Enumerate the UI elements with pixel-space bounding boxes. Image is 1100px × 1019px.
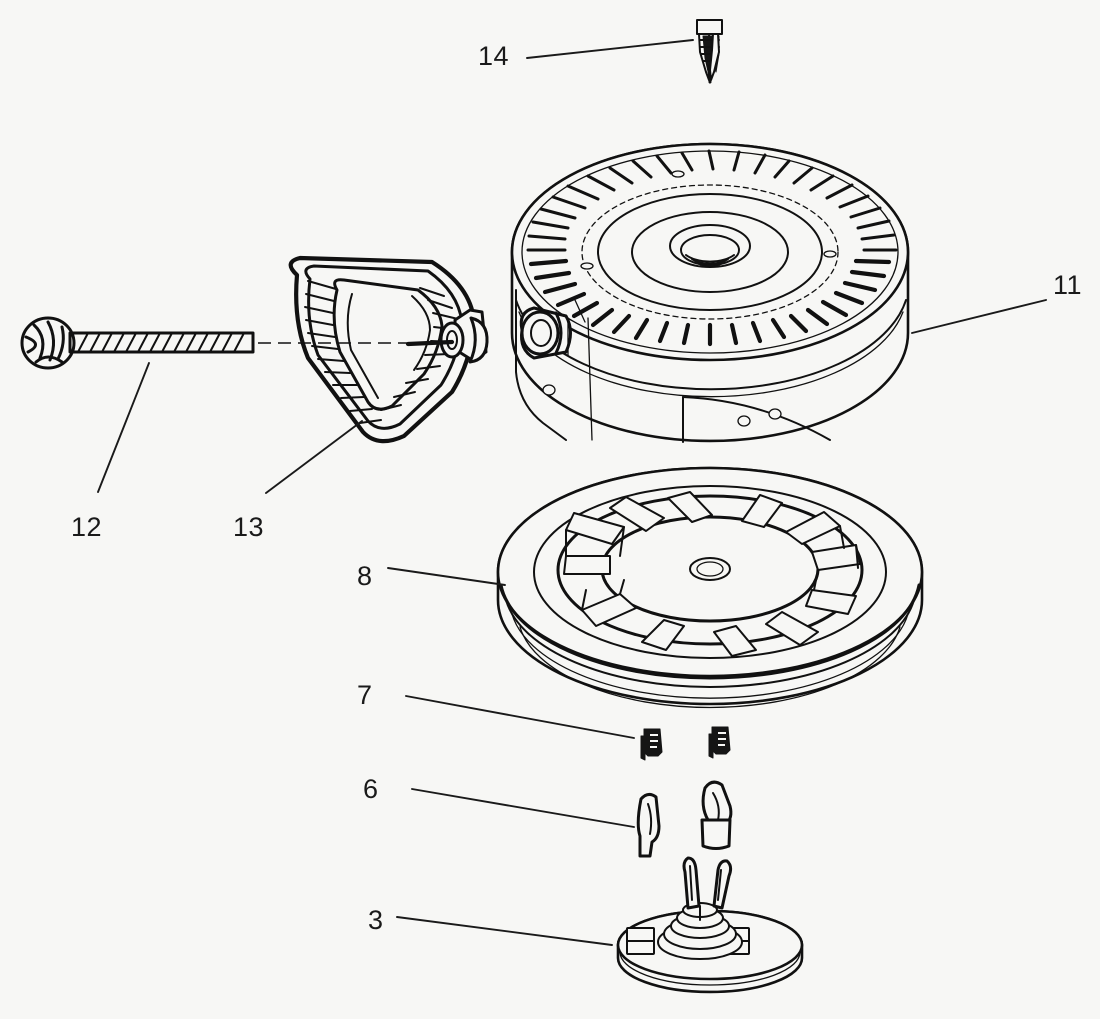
callout-label-6[interactable]: 6 [363,774,379,804]
callout-label-11[interactable]: 11 [1053,270,1083,300]
leader-line-6 [411,788,635,828]
callout-label-3[interactable]: 3 [368,905,384,935]
leader-line-7 [405,695,635,739]
part-7-pawl-spring [640,726,731,761]
callout-label-13[interactable]: 13 [233,512,265,542]
leader-line-14 [526,39,694,59]
callout-label-7[interactable]: 7 [357,680,373,710]
part-11-starter-housing [510,142,910,443]
callout-label-8[interactable]: 8 [357,561,373,591]
callout-label-14[interactable]: 14 [478,41,510,71]
part-8-rope-pulley [496,466,924,709]
callout-label-12[interactable]: 12 [71,512,103,542]
leader-line-11 [911,299,1047,334]
part-13-starter-handle [288,255,489,444]
part-12-starter-rope [20,316,255,370]
part-6-starter-pawl [636,780,733,858]
part-3-brake-flange-plate [616,856,804,994]
leader-line-13 [265,420,363,494]
leader-line-3 [396,916,613,946]
leader-line-12 [97,362,150,493]
part-14-push-rivet-clip [696,19,723,84]
leader-line-8 [387,567,506,586]
leader-lines [97,39,1047,946]
